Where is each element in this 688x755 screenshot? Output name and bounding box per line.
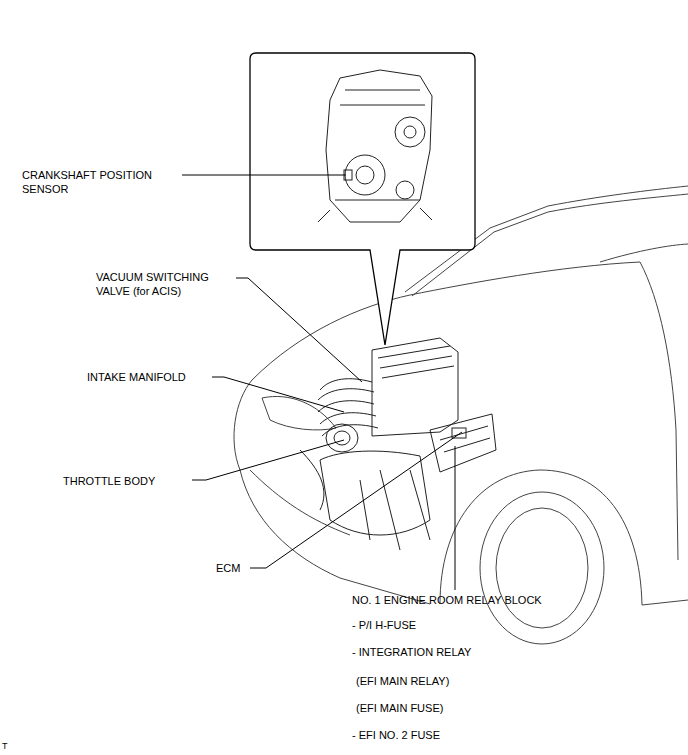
- part-label: THROTTLE BODY: [63, 474, 155, 488]
- part-label: - EFI NO. 2 FUSE: [352, 728, 440, 742]
- part-label: INTAKE MANIFOLD: [87, 370, 186, 384]
- part-label: CRANKSHAFT POSITION SENSOR: [22, 168, 162, 196]
- inset-frame: [250, 53, 475, 345]
- part-label: - P/I H-FUSE: [352, 618, 416, 632]
- part-label: VACUUM SWITCHING VALVE (for ACIS): [96, 270, 221, 298]
- part-label: (EFI MAIN RELAY): [356, 674, 449, 688]
- part-label: NO. 1 ENGINE ROOM RELAY BLOCK: [352, 593, 542, 607]
- part-label: (EFI MAIN FUSE): [356, 701, 443, 715]
- part-label: T: [2, 741, 8, 752]
- part-label: ECM: [216, 561, 240, 575]
- inset-engine: [318, 70, 432, 222]
- relay-block: [430, 414, 496, 472]
- part-label: - INTEGRATION RELAY: [352, 645, 471, 659]
- car-outline: [234, 186, 688, 644]
- leader-lines: [182, 175, 462, 590]
